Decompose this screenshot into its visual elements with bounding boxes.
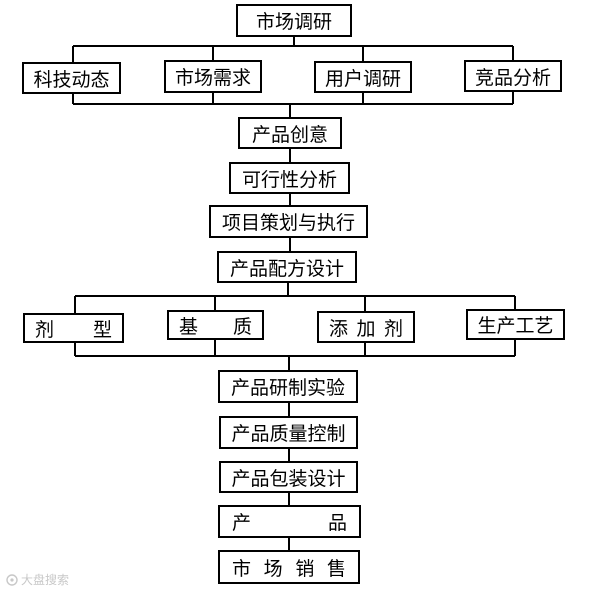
node-market-sales-char: 销: [295, 557, 315, 580]
node-market-sales-char: 场: [263, 557, 283, 580]
node-market-research: 市场调研: [236, 4, 352, 37]
node-base-material-char: 基: [179, 315, 199, 338]
node-additive: 添 加 剂: [317, 311, 415, 343]
node-product-char: 品: [327, 512, 347, 534]
node-dosage-form-char: 剂: [35, 318, 55, 341]
node-user-research: 用户调研: [314, 61, 412, 93]
node-dosage-form: 剂 型: [23, 313, 124, 343]
node-production-process: 生产工艺: [466, 309, 565, 340]
node-quality-control: 产品质量控制: [219, 416, 358, 449]
node-market-sales-char: 售: [326, 557, 346, 580]
watermark-text: 大盘搜索: [21, 573, 70, 587]
node-base-material: 基 质: [167, 310, 264, 340]
node-competitor-analysis: 竞品分析: [464, 60, 562, 92]
watermark: 大盘搜索: [6, 571, 69, 588]
node-market-sales-char: 市: [232, 557, 252, 580]
node-additive-char: 剂: [383, 317, 403, 340]
node-product: 产 品: [218, 505, 361, 538]
node-product-char: 产: [232, 512, 252, 534]
watermark-logo-icon: [6, 573, 18, 586]
node-market-demand: 市场需求: [164, 60, 262, 93]
node-packaging-design: 产品包装设计: [219, 461, 358, 493]
node-additive-char: 加: [356, 317, 376, 340]
node-dosage-form-char: 型: [92, 318, 112, 341]
node-additive-char: 添: [329, 317, 349, 340]
node-tech-trends: 科技动态: [22, 62, 121, 94]
node-project-planning: 项目策划与执行: [209, 205, 368, 238]
node-feasibility: 可行性分析: [229, 162, 350, 194]
node-product-idea: 产品创意: [238, 117, 342, 149]
node-base-material-char: 质: [232, 315, 252, 338]
node-rnd-experiment: 产品研制实验: [218, 370, 358, 403]
node-formula-design: 产品配方设计: [217, 251, 357, 283]
node-market-sales: 市 场 销 售: [218, 550, 360, 584]
